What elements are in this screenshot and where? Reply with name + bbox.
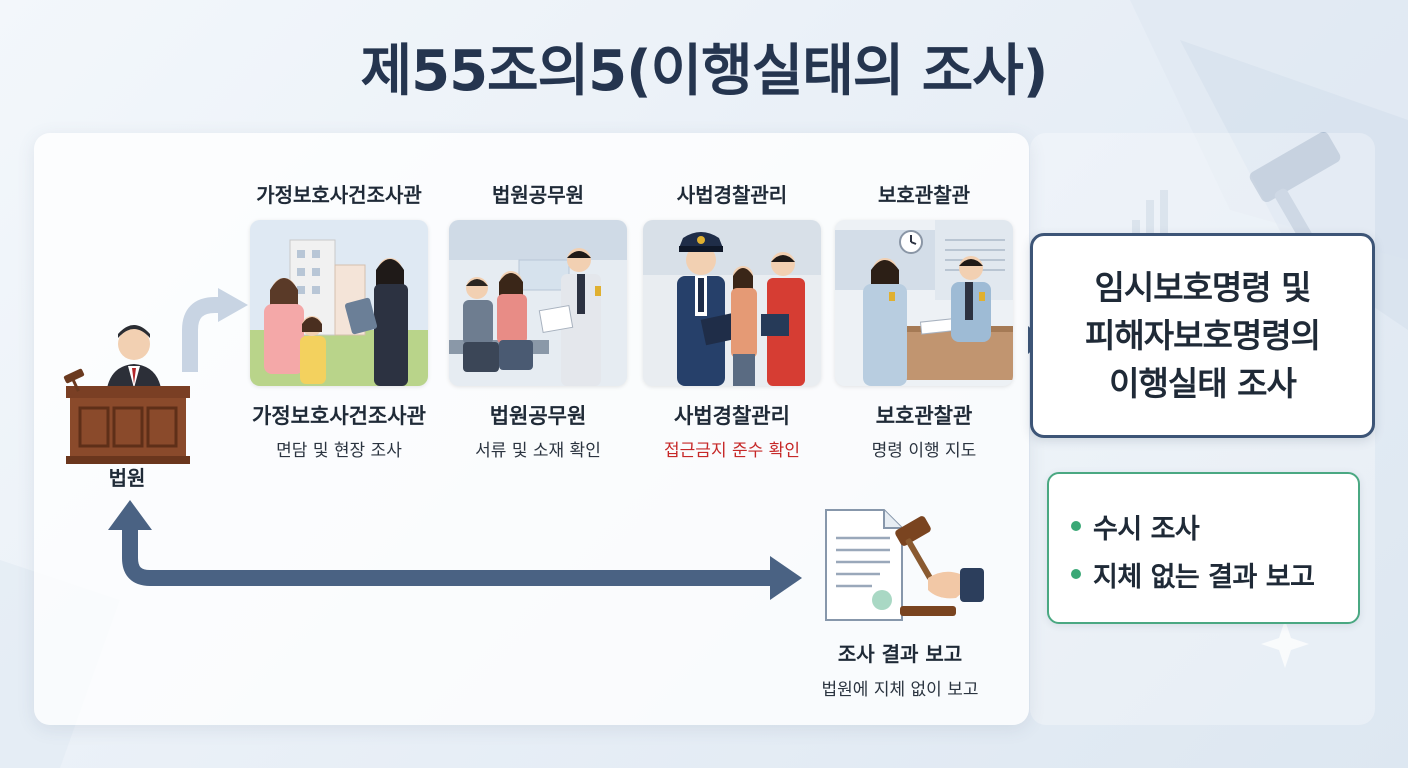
court-label: 법원: [108, 466, 146, 490]
summary-line: 피해자보호명령의: [1085, 315, 1321, 355]
gavel-icon: [63, 368, 85, 392]
checklist-item: 지체 없는 결과 보고: [1071, 550, 1358, 598]
agency-desc: 접근금지 준수 확인: [664, 441, 800, 461]
report-desc: 법원에 지체 없이 보고: [821, 680, 979, 700]
court-official-illustration: [449, 220, 627, 386]
judicial-police-illustration: [643, 220, 821, 386]
agency-label: 가정보호사건조사관: [256, 183, 422, 207]
arrow-head-up: [108, 500, 152, 530]
agency-desc: 면담 및 현장 조사: [276, 441, 402, 461]
agency-court-official: 법원공무원 법원공무원 서류 및 소재 확인: [448, 180, 628, 461]
agency-judicial-police: 사법경찰관리 사법경찰관리 접근금지 준수 확인: [642, 180, 822, 461]
report-document-icon: [825, 509, 984, 621]
agency-title: 사법경찰관리: [674, 404, 790, 428]
summary-line: 이행실태 조사: [1109, 363, 1297, 403]
agency-label: 보호관찰관: [878, 183, 970, 207]
agency-desc: 명령 이행 지도: [871, 441, 977, 461]
agency-title: 보호관찰관: [875, 404, 973, 428]
bullet-dot-icon: [1071, 569, 1081, 579]
page-title: 제55조의5(이행실태의 조사): [360, 39, 1049, 104]
agency-title: 법원공무원: [489, 404, 587, 428]
checklist-item-label: 지체 없는 결과 보고: [1093, 561, 1315, 593]
arrow-report-loop: [122, 525, 775, 586]
agency-family-investigator: 가정보호사건조사관 가정보호사건조사관 면담 및 현장 조사: [249, 180, 429, 461]
family-investigator-illustration: [250, 220, 428, 386]
checklist-item-label: 수시 조사: [1093, 513, 1200, 545]
arrow-head-right-top: [218, 288, 248, 322]
checklist-box: 수시 조사 지체 없는 결과 보고: [1047, 472, 1360, 624]
agency-desc: 서류 및 소재 확인: [475, 441, 601, 461]
agency-probation-officer: 보호관찰관 보호관찰관 명령 이행 지도: [834, 180, 1014, 461]
checklist-item: 수시 조사: [1071, 502, 1358, 550]
agency-label: 법원공무원: [492, 183, 584, 207]
bullet-dot-icon: [1071, 521, 1081, 531]
probation-officer-illustration: [835, 220, 1013, 386]
summary-line: 임시보호명령 및: [1094, 267, 1311, 307]
agency-title: 가정보호사건조사관: [252, 404, 426, 428]
gavel-icon: [895, 516, 956, 616]
summary-box: 임시보호명령 및 피해자보호명령의 이행실태 조사: [1030, 233, 1375, 438]
report-title: 조사 결과 보고: [837, 642, 963, 666]
court-judge-illustration: [63, 325, 190, 464]
arrow-court-to-agencies: [182, 297, 225, 372]
agency-label: 사법경찰관리: [676, 183, 788, 207]
arrow-head-right-bottom: [770, 556, 802, 600]
